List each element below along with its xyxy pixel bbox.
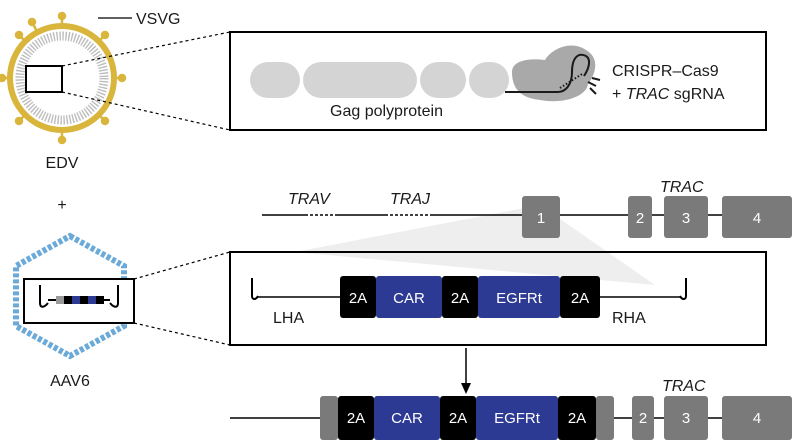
plus-sign: + [57,197,66,214]
edited-car-label: CAR [391,410,423,427]
cassette-2a-3-label: 2A [571,290,589,307]
edv-zoom-line-top [61,31,231,67]
integration-arrow [461,348,471,394]
edited-exon-2 [632,396,654,440]
exon-2 [628,196,652,238]
edited-2a-2 [440,396,476,440]
vsvg-label: VSVG [136,11,180,28]
exon-1-left-fragment [320,396,338,440]
edv-particle [0,11,127,145]
exon-3 [664,196,708,238]
aav6-label: AAV6 [50,373,90,390]
right-itr [679,278,687,300]
cassette-2a-2-label: 2A [451,290,469,307]
edv-zoom-box [25,65,63,93]
edited-exon-2-label: 2 [639,410,647,427]
edited-exon-3-label: 3 [682,410,690,427]
gag-shell [15,31,109,125]
lha-label: LHA [273,310,304,327]
edited-2a-2-label: 2A [449,410,467,427]
edited-2a-3-label: 2A [568,410,586,427]
cassette-2a-1-label: 2A [349,290,367,307]
edv-zoom-line-bottom [61,91,231,131]
cassette-2a-1 [340,276,376,318]
background-arrow [295,205,655,285]
cassette-2a-3 [560,276,600,318]
hdr-template-box [229,251,767,346]
trav-label: TRAV [288,191,331,208]
edited-exon-4-label: 4 [753,410,761,427]
cassette-egfrt-label: EGFRt [496,290,543,307]
edited-2a-1-label: 2A [347,410,365,427]
exon-1-label: 1 [537,210,545,227]
gag-polyprotein [250,62,509,98]
exon-4-label: 4 [753,210,761,227]
exon-1-right-fragment [596,396,614,440]
exon-1 [522,196,560,238]
crispr-label: CRISPR–Cas9 [612,63,719,80]
sgrna-strand [505,53,601,95]
edited-locus: 2A CAR 2A EGFRt 2A 2 3 4 [320,396,792,440]
hdr-template: 2A CAR 2A EGFRt 2A [251,276,687,318]
edited-egfrt-label: EGFRt [494,410,541,427]
exon-4 [722,196,792,238]
cassette-car [376,276,442,318]
trac-sgrna-label: + TRAC sgRNA [612,86,725,103]
rha-label: RHA [612,310,646,327]
aav6-genome [39,285,119,308]
edited-exon-3 [664,396,708,440]
traj-label: TRAJ [390,191,431,208]
edited-2a-1 [338,396,374,440]
gag-label: Gag polyprotein [330,103,443,120]
edited-exon-4 [722,396,792,440]
trac-bottom-label: TRAC [662,378,706,395]
aav-zoom-line-top [133,251,231,280]
exon-3-label: 3 [682,210,690,227]
left-itr [251,278,259,300]
cassette-egfrt [478,276,560,318]
aav6-capsid [13,232,135,360]
aav-zoom-line-bottom [133,322,231,346]
cassette-2a-2 [442,276,478,318]
edited-egfrt [476,396,558,440]
capsid-hexagon [13,232,127,360]
edv-label: EDV [46,155,79,172]
edited-2a-3 [558,396,596,440]
exon-2-label: 2 [636,210,644,227]
edv-detail-box [229,31,767,131]
cassette-car-label: CAR [393,290,425,307]
trac-top-label: TRAC [660,179,704,196]
exon-row-top: 1 2 3 4 [522,196,792,238]
edited-car [374,396,440,440]
